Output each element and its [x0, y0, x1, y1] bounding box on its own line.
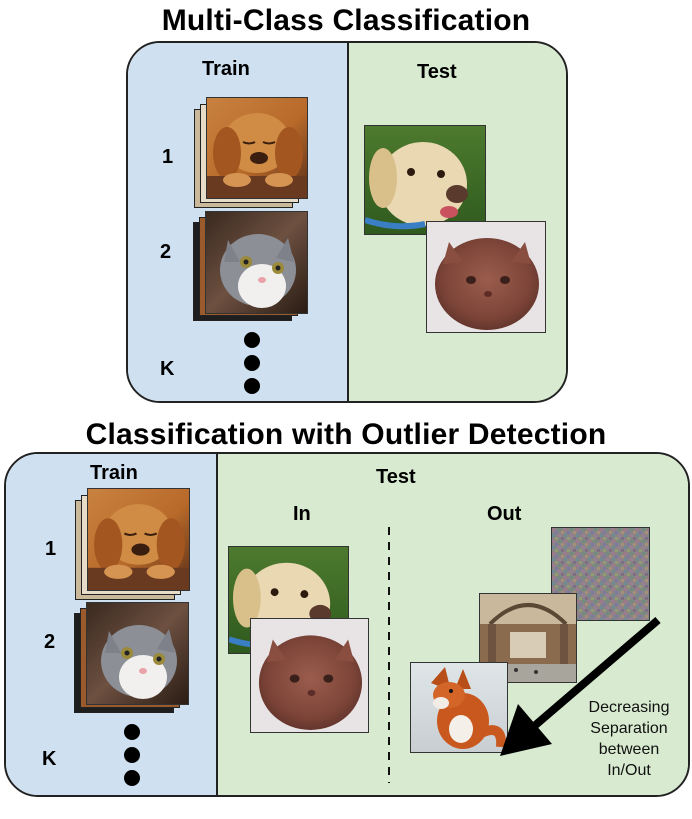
top-labrador-photo	[365, 126, 485, 234]
bottom-ellipsis-dot-2	[124, 747, 140, 763]
top-ellipsis-dot-2	[244, 355, 260, 371]
bottom-ellipsis-dot-3	[124, 770, 140, 786]
top-class-label-1: 1	[162, 146, 174, 168]
top-class-label-2: 2	[160, 241, 172, 263]
top-ellipsis-dot-3	[244, 378, 260, 394]
decreasing-separation-arrow	[500, 616, 661, 756]
bottom-ellipsis-dot-1	[124, 724, 140, 740]
in-out-separator	[388, 527, 390, 783]
top-train-label: Train	[202, 58, 250, 80]
museum-hall-photo	[480, 594, 576, 682]
arrow-note-line-4: In/Out	[607, 762, 651, 779]
top-ellipsis-dot-1	[244, 332, 260, 348]
fox-photo	[411, 663, 507, 752]
top-panel-title: Multi-Class Classification	[161, 4, 531, 37]
bottom-puppy-photo	[88, 489, 189, 590]
arrow-note-line-3: between	[598, 741, 660, 758]
bottom-kitten-photo	[87, 603, 188, 704]
top-fluffy-kitten-photo	[427, 222, 545, 332]
bottom-fluffy-kitten-photo	[251, 619, 368, 732]
top-kitten-photo	[206, 212, 307, 313]
bottom-train-label: Train	[90, 462, 138, 484]
arrow-note: Decreasing Separation between In/Out	[576, 697, 682, 781]
top-divider	[347, 43, 349, 401]
arrow-note-line-1: Decreasing	[588, 699, 670, 716]
top-class-label-k: K	[160, 358, 175, 380]
bottom-class-label-2: 2	[44, 631, 56, 653]
bottom-in-label: In	[293, 503, 311, 525]
bottom-out-label: Out	[487, 503, 522, 525]
bottom-panel-title: Classification with Outlier Detection	[85, 418, 607, 451]
bottom-divider	[216, 454, 218, 795]
top-puppy-photo	[207, 98, 307, 198]
bottom-class-label-k: K	[42, 748, 57, 770]
bottom-test-label: Test	[376, 466, 416, 488]
bottom-class-label-1: 1	[45, 538, 57, 560]
top-test-label: Test	[417, 61, 457, 83]
arrow-note-line-2: Separation	[590, 720, 668, 737]
